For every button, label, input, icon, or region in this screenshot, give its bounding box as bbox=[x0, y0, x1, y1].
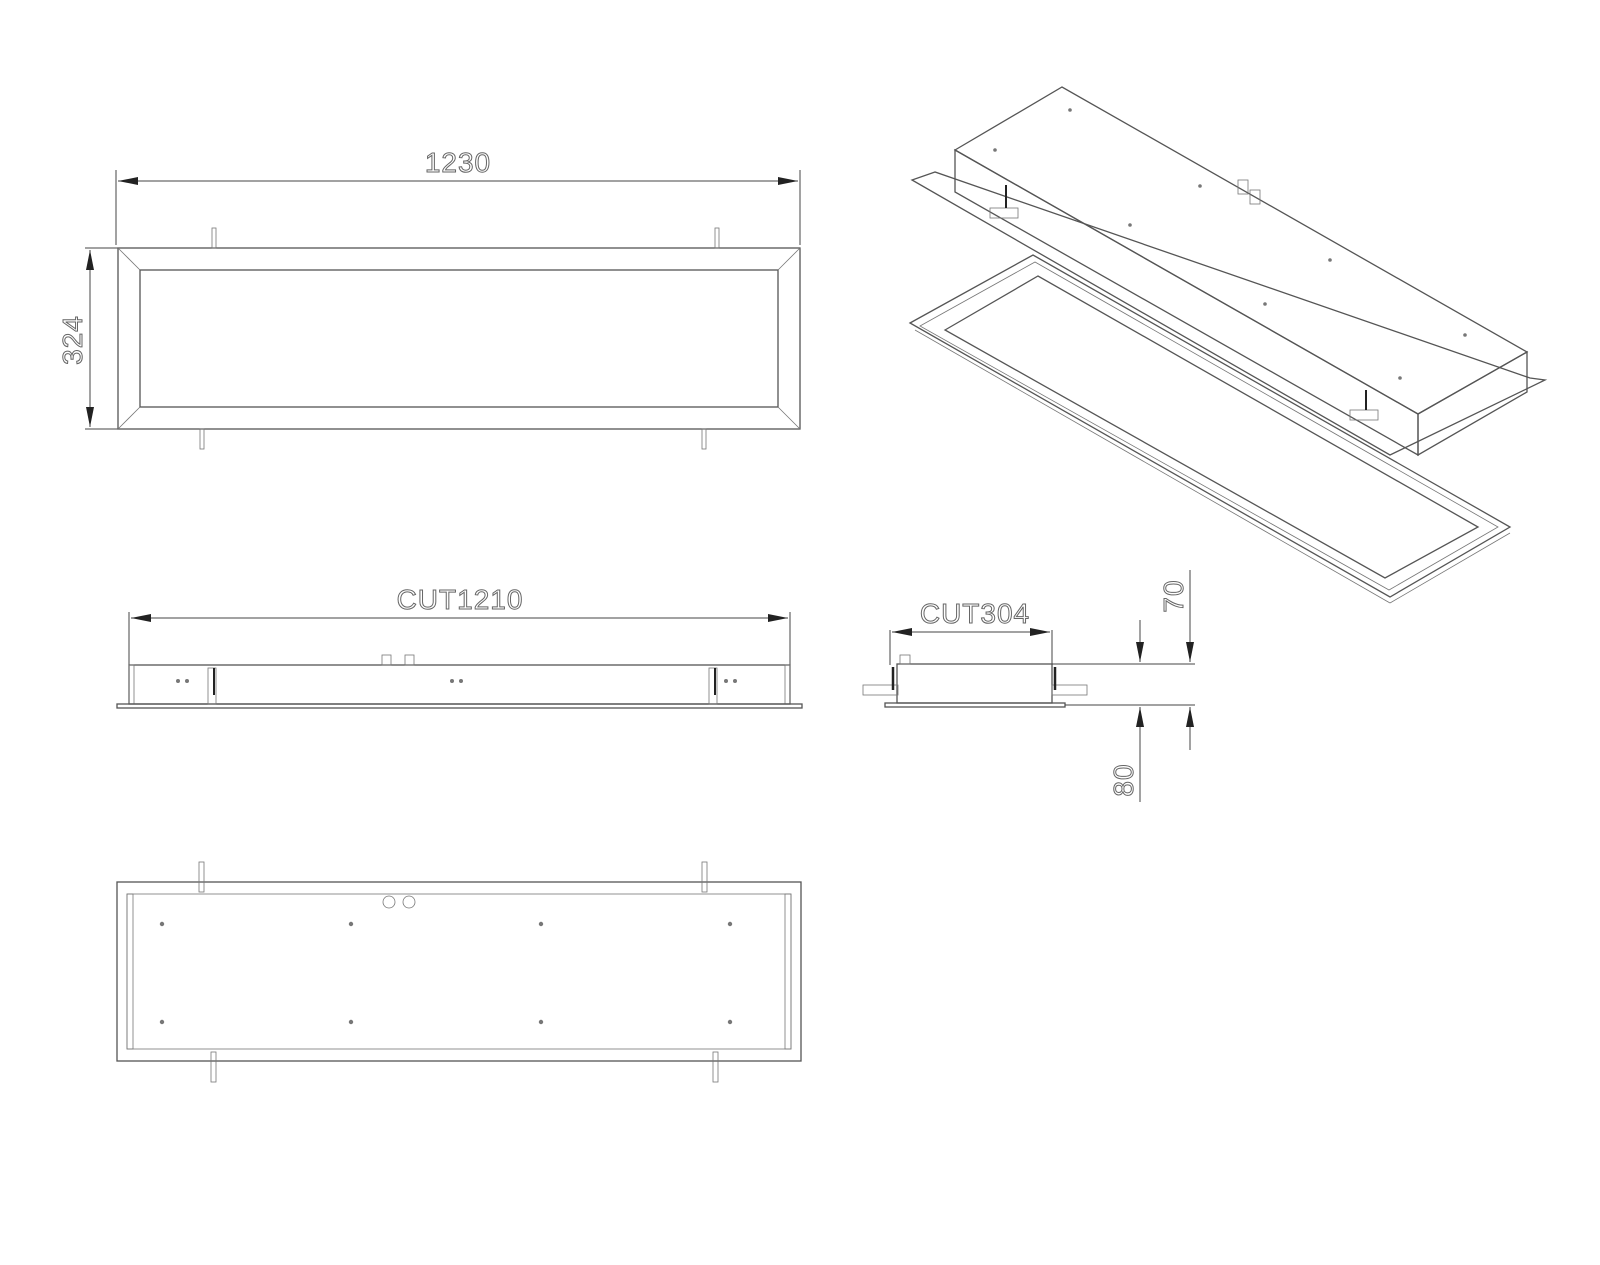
top-view: 1230 324 bbox=[57, 147, 801, 450]
height-dimension-label: 324 bbox=[57, 315, 88, 365]
cut-width-label: CUT304 bbox=[920, 598, 1030, 629]
end-view: CUT304 70 80 bbox=[862, 570, 1195, 802]
total-height-label: 80 bbox=[1108, 763, 1139, 796]
diffuser-panel bbox=[139, 269, 779, 408]
bottom-view bbox=[116, 861, 802, 1083]
cut-length-label: CUT1210 bbox=[397, 584, 524, 615]
housing-height-label: 70 bbox=[1158, 579, 1189, 612]
isometric-view bbox=[908, 86, 1548, 604]
side-view: CUT1210 bbox=[116, 584, 803, 709]
trim-frame-outer bbox=[117, 247, 801, 430]
width-dimension-label: 1230 bbox=[425, 147, 491, 178]
